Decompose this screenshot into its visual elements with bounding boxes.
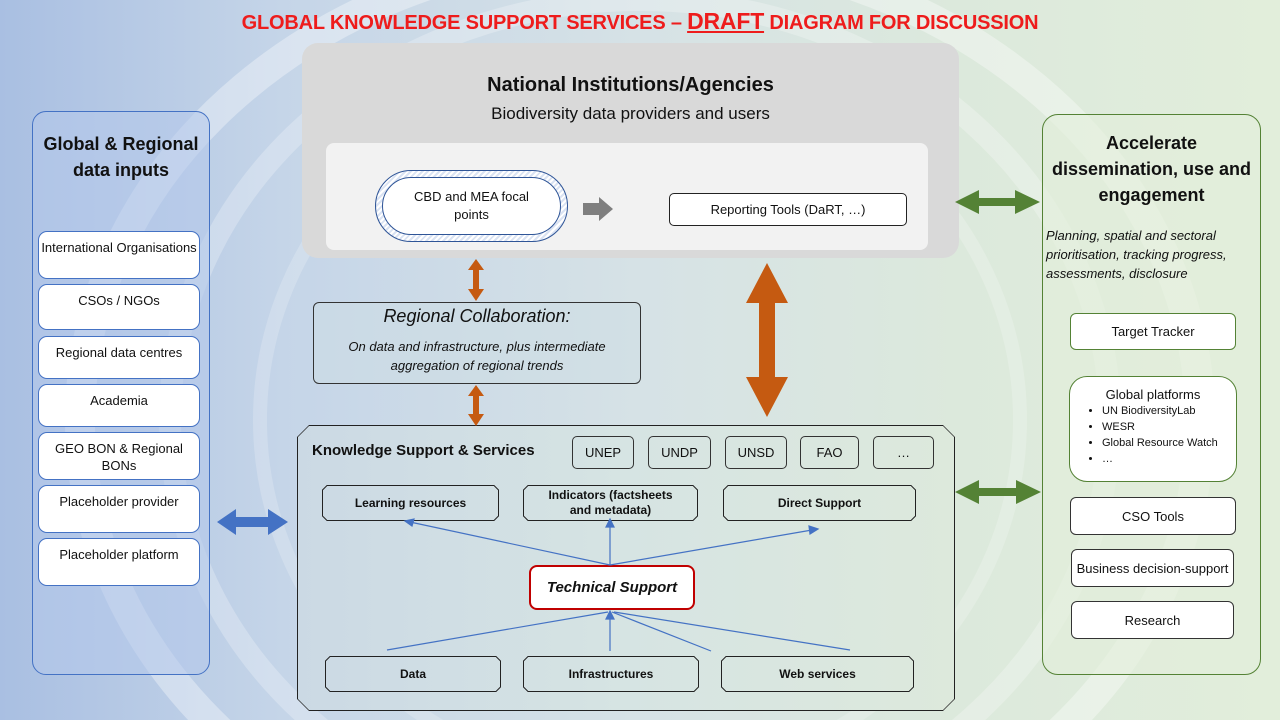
- input-label: Data: [399, 666, 426, 681]
- national-institutions-subtitle: Biodiversity data providers and users: [491, 104, 770, 123]
- data-inputs-title: Global & Regional data inputs: [43, 134, 199, 180]
- dissemination-subtitle: Planning, spatial and sectoral prioritis…: [1046, 228, 1227, 281]
- org-fao[interactable]: FAO: [800, 436, 859, 469]
- global-platforms-node[interactable]: Global platforms UN BiodiversityLab WESR…: [1069, 376, 1237, 482]
- input-placeholder-platform[interactable]: Placeholder platform: [38, 538, 200, 586]
- org-unsd[interactable]: UNSD: [725, 436, 787, 469]
- cso-tools-node[interactable]: CSO Tools: [1070, 497, 1236, 535]
- input-infrastructures[interactable]: Infrastructures: [523, 656, 699, 692]
- regional-collaboration-title: Regional Collaboration:: [383, 306, 571, 326]
- input-geo-bon[interactable]: GEO BON & Regional BONs: [38, 432, 200, 480]
- reporting-tools-node[interactable]: Reporting Tools (DaRT, …): [669, 193, 907, 226]
- output-label: Indicators (factsheets and metadata): [548, 488, 673, 517]
- orange-double-arrow-icon: [468, 385, 484, 426]
- technical-support-node[interactable]: Technical Support: [529, 565, 695, 610]
- regional-collaboration-description: On data and infrastructure, plus interme…: [348, 339, 606, 373]
- input-label: Infrastructures: [568, 666, 654, 681]
- national-institutions-title: National Institutions/Agencies: [487, 74, 774, 96]
- diagram-title: GLOBAL KNOWLEDGE SUPPORT SERVICES – DRAF…: [0, 8, 1280, 35]
- orange-large-double-arrow-icon: [746, 263, 788, 417]
- platform-item: Global Resource Watch: [1102, 435, 1236, 451]
- input-international-organisations[interactable]: International Organisations: [38, 231, 200, 279]
- output-learning-resources[interactable]: Learning resources: [322, 485, 499, 521]
- output-direct-support[interactable]: Direct Support: [723, 485, 916, 521]
- business-decision-support-node[interactable]: Business decision-support: [1071, 549, 1234, 587]
- regional-collaboration-box: Regional Collaboration: On data and infr…: [313, 302, 641, 384]
- blue-double-arrow-icon: [217, 509, 288, 535]
- input-web-services[interactable]: Web services: [721, 656, 914, 692]
- platform-item: …: [1102, 451, 1236, 467]
- output-indicators[interactable]: Indicators (factsheets and metadata): [523, 485, 698, 521]
- green-double-arrow-icon: [955, 480, 1041, 504]
- title-suffix: DIAGRAM FOR DISCUSSION: [764, 12, 1039, 34]
- org-unep[interactable]: UNEP: [572, 436, 634, 469]
- orange-double-arrow-icon: [468, 259, 484, 301]
- research-node[interactable]: Research: [1071, 601, 1234, 639]
- input-academia[interactable]: Academia: [38, 384, 200, 427]
- global-platforms-list: UN BiodiversityLab WESR Global Resource …: [1070, 403, 1236, 467]
- platform-item: WESR: [1102, 419, 1236, 435]
- global-platforms-title: Global platforms: [1105, 387, 1201, 402]
- output-label: Direct Support: [777, 495, 862, 510]
- input-csos-ngos[interactable]: CSOs / NGOs: [38, 284, 200, 330]
- title-draft-label: DRAFT: [687, 8, 765, 34]
- org-more[interactable]: …: [873, 436, 934, 469]
- input-data[interactable]: Data: [325, 656, 501, 692]
- knowledge-support-title: Knowledge Support & Services: [312, 442, 535, 459]
- title-prefix: GLOBAL KNOWLEDGE SUPPORT SERVICES –: [241, 12, 688, 34]
- focal-points-node[interactable]: CBD and MEA focal points: [382, 177, 561, 235]
- target-tracker-node[interactable]: Target Tracker: [1070, 313, 1236, 350]
- platform-item: UN BiodiversityLab: [1102, 403, 1236, 419]
- output-label: Learning resources: [354, 495, 467, 510]
- input-label: Web services: [779, 666, 856, 681]
- dissemination-title: Accelerate dissemination, use and engage…: [1051, 133, 1252, 205]
- input-placeholder-provider[interactable]: Placeholder provider: [38, 485, 200, 533]
- green-double-arrow-icon: [955, 190, 1040, 214]
- org-undp[interactable]: UNDP: [648, 436, 711, 469]
- input-regional-data-centres[interactable]: Regional data centres: [38, 336, 200, 379]
- right-arrow-icon: [583, 197, 613, 221]
